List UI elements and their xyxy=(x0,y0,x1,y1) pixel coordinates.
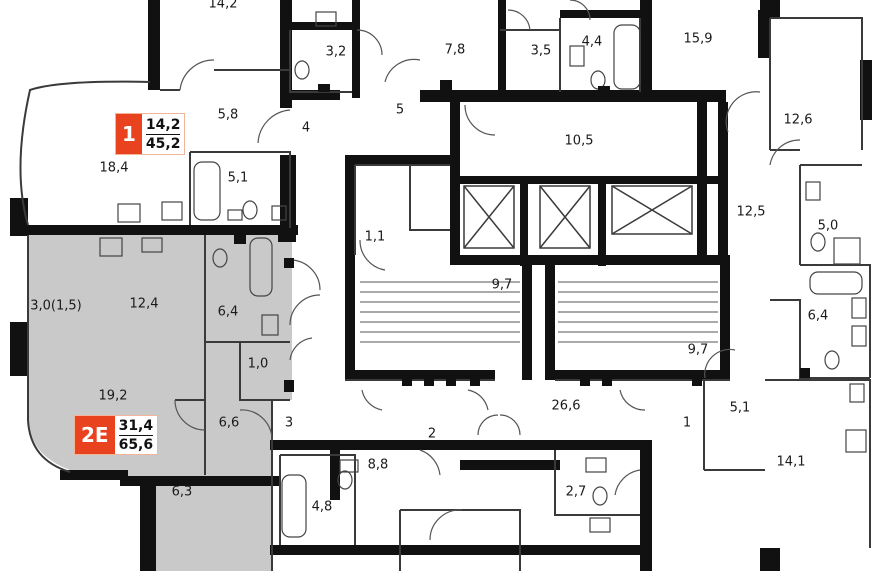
walls xyxy=(10,0,872,571)
stair-treads xyxy=(360,281,718,343)
room-area-label: 7,8 xyxy=(444,42,466,58)
elevators xyxy=(463,185,693,249)
room-area-label: 5,1 xyxy=(729,400,751,416)
room-area-label: 6,4 xyxy=(807,308,829,324)
room-area-label: 18,4 xyxy=(99,160,129,176)
room-area-label: 3,2 xyxy=(325,44,347,60)
room-area-label: 12,4 xyxy=(129,296,159,312)
apartment-number: 2E xyxy=(75,416,115,454)
room-area-label: 19,2 xyxy=(98,388,128,404)
room-area-label: 4,4 xyxy=(581,34,603,50)
room-area-label: 8,8 xyxy=(367,457,389,473)
room-area-label: 12,5 xyxy=(736,204,766,220)
living-area: 14,2 xyxy=(145,116,181,133)
room-area-label: 26,6 xyxy=(551,398,581,414)
apartment-2e-area xyxy=(28,232,292,571)
room-area-label: 6,6 xyxy=(218,415,240,431)
apartment-badge-2e[interactable]: 2E 31,4 65,6 xyxy=(74,415,159,455)
room-area-label: 3,0(1,5) xyxy=(30,298,82,314)
apartment-badge-1[interactable]: 1 14,2 45,2 xyxy=(115,113,186,155)
room-area-label: 14,1 xyxy=(776,454,806,470)
room-area-label: 15,9 xyxy=(683,31,713,47)
entrance-number: 2 xyxy=(427,426,437,442)
partitions xyxy=(19,17,871,571)
room-area-label: 3,5 xyxy=(530,43,552,59)
door-swings xyxy=(174,0,801,541)
room-area-label: 5,8 xyxy=(217,107,239,123)
fixtures xyxy=(99,11,867,538)
room-area-label: 6,4 xyxy=(217,304,239,320)
fixture-dark-marks xyxy=(234,80,810,392)
apartment-areas: 31,4 65,6 xyxy=(115,416,158,454)
room-area-label: 6,3 xyxy=(171,484,193,500)
apartment-areas: 14,2 45,2 xyxy=(142,114,185,154)
room-area-label: 12,6 xyxy=(783,112,813,128)
room-area-label: 5,0 xyxy=(817,218,839,234)
room-area-label: 10,5 xyxy=(564,133,594,149)
room-area-label: 4,8 xyxy=(311,499,333,515)
divider xyxy=(145,133,181,135)
total-area: 65,6 xyxy=(118,436,154,453)
entrance-number: 1 xyxy=(682,415,692,431)
room-area-label: 5,1 xyxy=(227,170,249,186)
room-area-label: 1,0 xyxy=(247,356,269,372)
entrance-number: 3 xyxy=(284,415,294,431)
room-area-label: 9,7 xyxy=(491,277,513,293)
entrance-number: 5 xyxy=(395,102,405,118)
divider xyxy=(118,434,154,436)
total-area: 45,2 xyxy=(145,135,181,152)
room-area-label: 1,1 xyxy=(364,229,386,245)
room-area-label: 14,2 xyxy=(208,0,238,12)
living-area: 31,4 xyxy=(118,417,154,434)
room-area-label: 2,7 xyxy=(565,484,587,500)
apartment-number: 1 xyxy=(116,114,142,154)
room-area-label: 9,7 xyxy=(687,342,709,358)
entrance-number: 4 xyxy=(301,120,311,136)
